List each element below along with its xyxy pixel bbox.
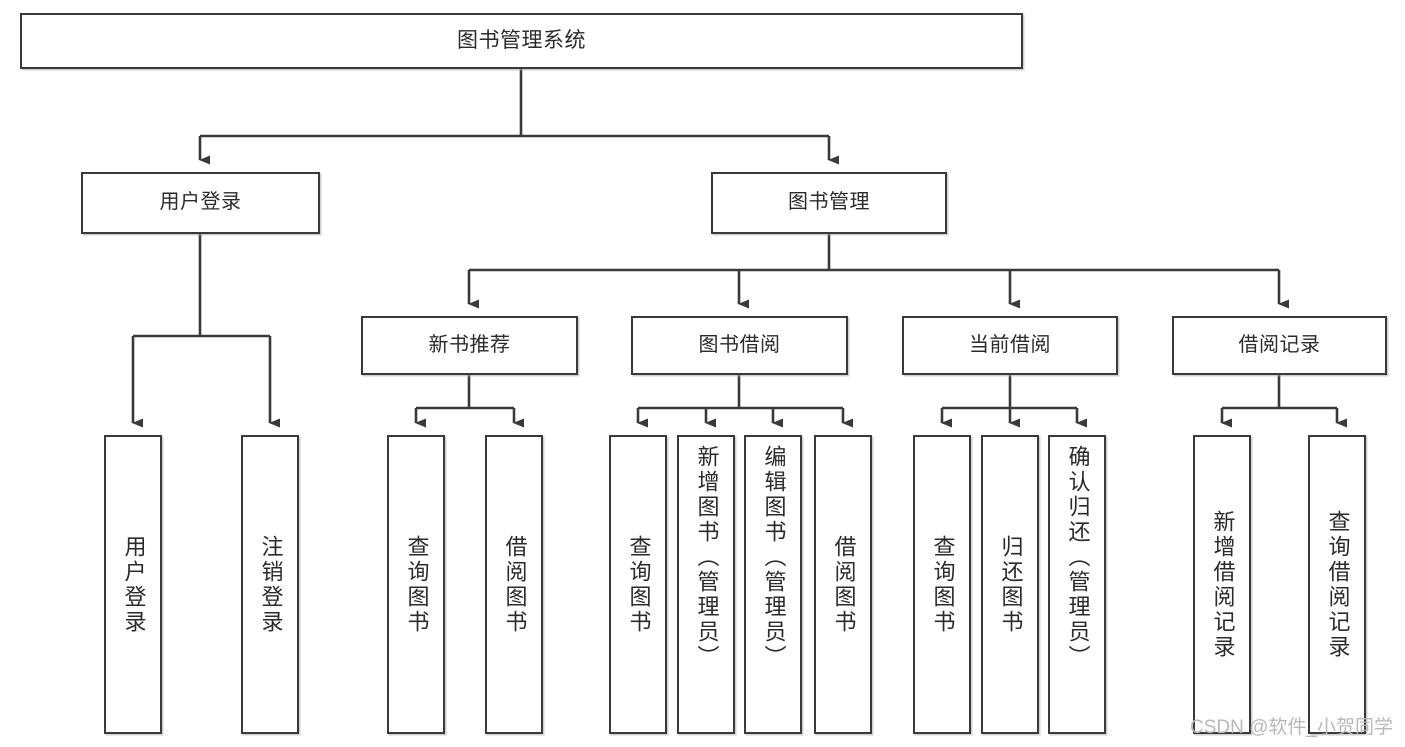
node-borrow-record-label: 借阅记录 xyxy=(1238,333,1321,356)
leaf-logout-label: 注销登录 xyxy=(258,534,284,635)
leaf-add-book[interactable]: 新增图书（管理员） xyxy=(677,435,735,734)
node-book-manage[interactable]: 图书管理 xyxy=(711,172,947,234)
leaf-return-book-label: 归还图书 xyxy=(998,534,1024,635)
leaf-borrow-book-2-label: 借阅图书 xyxy=(831,534,857,635)
leaf-borrow-book-2[interactable]: 借阅图书 xyxy=(814,435,872,734)
leaf-user-login-label: 用户登录 xyxy=(121,534,147,635)
leaf-query-book-2[interactable]: 查询图书 xyxy=(609,435,667,734)
node-current-borrow-label: 当前借阅 xyxy=(969,333,1051,356)
node-book-borrow[interactable]: 图书借阅 xyxy=(631,316,848,375)
leaf-add-book-label: 新增图书（管理员） xyxy=(694,445,720,670)
leaf-edit-book-label: 编辑图书（管理员） xyxy=(761,445,787,670)
leaf-query-book-3-label: 查询图书 xyxy=(930,534,956,635)
node-new-book-recommend[interactable]: 新书推荐 xyxy=(361,316,578,375)
watermark: CSDN @软件_小贺同学 xyxy=(1190,717,1393,738)
node-current-borrow[interactable]: 当前借阅 xyxy=(902,316,1118,375)
leaf-query-book-2-label: 查询图书 xyxy=(626,534,652,635)
leaf-query-book-3[interactable]: 查询图书 xyxy=(913,435,971,734)
leaf-user-login[interactable]: 用户登录 xyxy=(104,435,162,734)
leaf-confirm-return[interactable]: 确认归还（管理员） xyxy=(1048,435,1106,734)
leaf-confirm-return-label: 确认归还（管理员） xyxy=(1065,445,1091,670)
leaf-query-record-label: 查询借阅记录 xyxy=(1325,509,1351,660)
node-root-label: 图书管理系统 xyxy=(457,28,586,52)
leaf-logout[interactable]: 注销登录 xyxy=(241,435,299,734)
node-book-manage-label: 图书管理 xyxy=(788,191,870,214)
node-user-login-label: 用户登录 xyxy=(159,191,242,214)
leaf-query-book-1[interactable]: 查询图书 xyxy=(387,435,445,734)
node-root[interactable]: 图书管理系统 xyxy=(20,13,1023,69)
leaf-add-record[interactable]: 新增借阅记录 xyxy=(1193,435,1251,734)
leaf-borrow-book-1-label: 借阅图书 xyxy=(502,534,528,635)
node-book-borrow-label: 图书借阅 xyxy=(698,333,781,356)
leaf-return-book[interactable]: 归还图书 xyxy=(981,435,1039,734)
leaf-add-record-label: 新增借阅记录 xyxy=(1210,509,1236,660)
leaf-query-record[interactable]: 查询借阅记录 xyxy=(1308,435,1366,734)
node-new-book-recommend-label: 新书推荐 xyxy=(428,333,511,356)
leaf-edit-book[interactable]: 编辑图书（管理员） xyxy=(744,435,802,734)
leaf-query-book-1-label: 查询图书 xyxy=(404,534,430,635)
leaf-borrow-book-1[interactable]: 借阅图书 xyxy=(485,435,543,734)
node-borrow-record[interactable]: 借阅记录 xyxy=(1172,316,1387,375)
node-user-login[interactable]: 用户登录 xyxy=(81,172,320,234)
